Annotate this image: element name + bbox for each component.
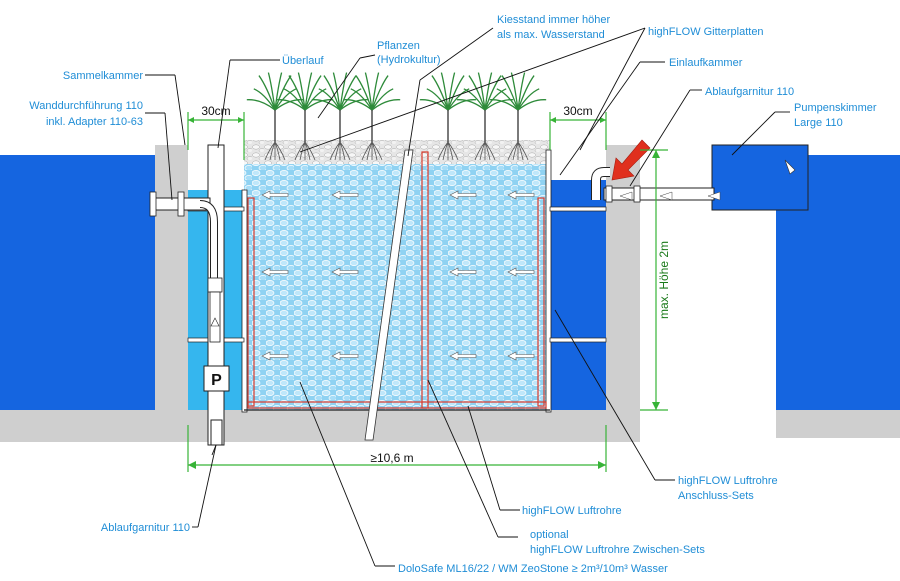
plants [246,72,547,161]
pump-symbol: P [211,372,222,389]
plant [489,72,547,161]
label-luftrohre-anschluss-1: highFLOW Luftrohre [678,475,778,487]
dim-total-length: ≥10,6 m [370,451,413,465]
label-wanddurchfuehrung-1: Wanddurchführung 110 [29,100,143,112]
dim-left-30cm: 30cm [201,104,230,118]
flow-arrow [331,267,359,277]
label-pumpenskimmer-2: Large 110 [794,117,843,129]
leader-lines [145,27,790,567]
label-wanddurchfuehrung-2: inkl. Adapter 110-63 [46,116,143,128]
pond-water-right-bottom [776,210,808,410]
dim-max-height: max. Höhe 2m [657,241,671,319]
pump: P [203,365,230,392]
label-luftrohre-anschluss-2: Anschluss-Sets [678,490,754,502]
label-luftrohre: highFLOW Luftrohre [522,505,622,517]
plant [343,72,401,161]
flow-arrow [449,190,477,200]
section-break [364,149,414,441]
dim-right-30cm: 30cm [563,104,592,118]
label-ablaufgarnitur-bottom: Ablaufgarnitur 110 [101,522,190,534]
flow-arrow [261,267,289,277]
label-zwischen-1: optional [530,529,569,541]
label-pflanzen-2: (Hydrokultur) [377,54,441,66]
flow-arrow [261,190,289,200]
label-zwischen-2: highFLOW Luftrohre Zwischen-Sets [530,544,705,556]
flow-arrow [507,351,535,361]
labels: Sammelkammer Wanddurchführung 110 inkl. … [29,14,877,575]
label-ueberlauf: Überlauf [282,55,325,67]
gravel-top-layer [244,140,550,164]
einlaufkammer-chamber [550,180,606,410]
label-pflanzen-1: Pflanzen [377,40,420,52]
label-substrate: DoloSafe ML16/22 / WM ZeoStone ≥ 2m³/10m… [398,563,668,575]
pumpenskimmer-box [711,144,809,211]
filter-walls [241,149,552,413]
label-gitterplatten: highFLOW Gitterplatten [648,26,764,38]
flow-arrow [331,351,359,361]
flow-arrow [449,267,477,277]
plant [311,72,369,161]
label-sammelkammer: Sammelkammer [63,70,143,82]
pond-water-left [0,155,155,410]
label-kiesstand-2: als max. Wasserstand [497,29,605,41]
plant [456,72,514,161]
flow-arrow [507,190,535,200]
flow-arrow [331,190,359,200]
pond-water-right [808,155,900,410]
filter-gravel [244,160,550,410]
label-kiesstand-1: Kiesstand immer höher [497,14,610,26]
right-pipework [591,159,796,203]
flow-arrow [261,351,289,361]
label-pumpenskimmer-1: Pumpenskimmer [794,102,877,114]
label-ablaufgarnitur-top: Ablaufgarnitur 110 [705,86,794,98]
flow-arrow [449,351,477,361]
flow-arrow [507,267,535,277]
label-einlaufkammer: Einlaufkammer [669,57,743,69]
plant [419,72,477,161]
flow-arrows [261,190,535,361]
